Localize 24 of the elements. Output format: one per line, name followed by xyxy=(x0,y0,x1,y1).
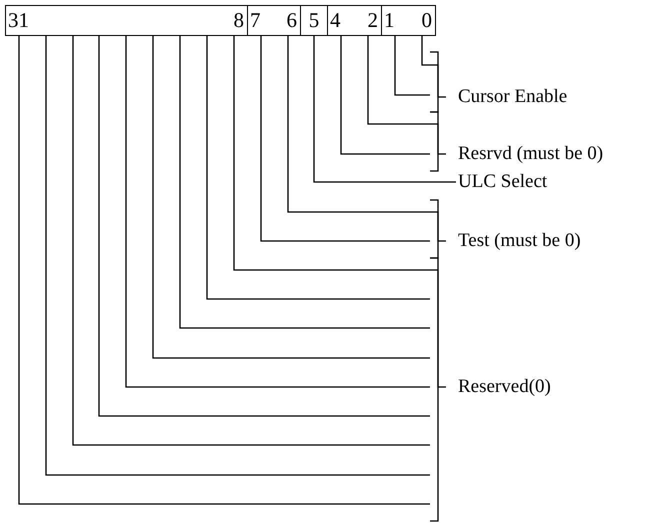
field-label: Cursor Enable xyxy=(458,86,568,108)
bit-number: 8 xyxy=(234,9,244,31)
leader-line xyxy=(367,36,446,155)
bit-number: 0 xyxy=(422,9,432,31)
field-label: ULC Select xyxy=(458,171,548,193)
register-field xyxy=(300,5,328,36)
register-field xyxy=(381,5,436,36)
bit-number: 4 xyxy=(330,9,340,31)
register-field xyxy=(327,5,382,36)
bit-number: 7 xyxy=(250,9,260,31)
leader-line xyxy=(233,36,446,388)
leader-line xyxy=(287,36,446,242)
field-label: Test (must be 0) xyxy=(458,230,581,252)
register-field xyxy=(247,5,301,36)
leader-line xyxy=(313,36,456,183)
register-field xyxy=(5,5,248,36)
bit-number: 2 xyxy=(368,9,378,31)
bit-number: 6 xyxy=(286,9,297,31)
bit-number: 5 xyxy=(308,9,320,31)
bit-number: 1 xyxy=(384,9,394,31)
field-label: Reserved(0) xyxy=(458,376,551,398)
field-label: Resrvd (must be 0) xyxy=(458,143,604,165)
bit-number: 31 xyxy=(8,9,29,31)
leader-line xyxy=(421,36,446,98)
